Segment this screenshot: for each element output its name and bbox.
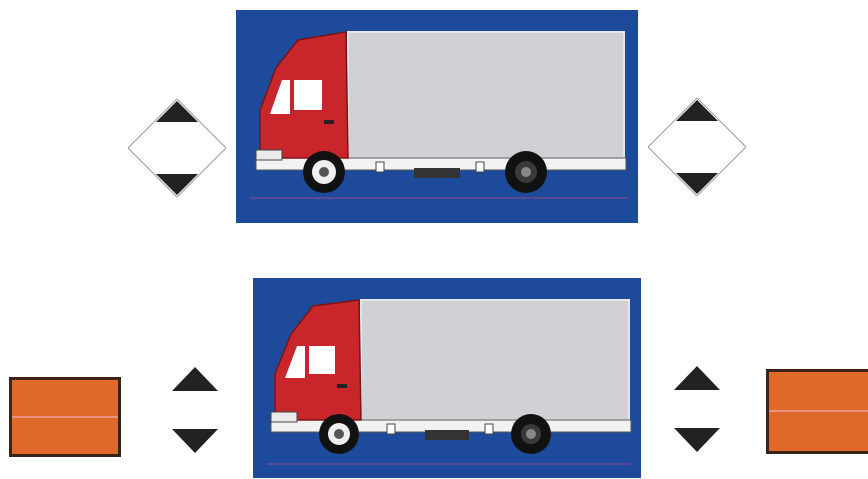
truck-panel-bottom <box>253 278 641 478</box>
side-marker-1 <box>376 162 384 172</box>
door-handle <box>324 120 334 124</box>
truck-illustration-bottom <box>253 278 641 478</box>
orange-plate-icon <box>9 377 121 457</box>
front-bumper <box>271 412 297 422</box>
front-wheel <box>319 414 359 454</box>
front-wheel <box>303 151 345 193</box>
rear-wheel <box>505 151 547 193</box>
truck-cargo-box <box>348 32 624 158</box>
truck-illustration-top <box>236 10 638 223</box>
arrow-pair-left <box>170 365 220 455</box>
triangle-down-icon <box>676 173 718 194</box>
triangle-up-icon <box>676 100 718 121</box>
diamond-marker-left <box>128 99 226 197</box>
diamond-marker-right <box>648 98 746 196</box>
triangle-up-icon <box>674 366 720 390</box>
front-bumper <box>256 150 282 160</box>
fuel-tank <box>414 168 460 178</box>
truck-cargo-box <box>361 300 629 420</box>
cab-side-window <box>294 80 322 110</box>
triangle-up-icon <box>156 101 198 122</box>
orange-plate-icon <box>766 369 868 454</box>
door-handle <box>337 384 347 388</box>
arrow-pair-right <box>672 364 722 454</box>
triangle-down-icon <box>674 428 720 452</box>
rear-wheel <box>511 414 551 454</box>
side-marker-2 <box>485 424 493 434</box>
triangle-down-icon <box>156 174 198 195</box>
cab-side-window <box>309 346 335 374</box>
diamond-arrow-icon <box>648 98 746 196</box>
triangle-up-icon <box>172 367 218 391</box>
side-marker-1 <box>387 424 395 434</box>
orange-plate-left <box>9 377 121 457</box>
orange-plate-right <box>766 369 868 454</box>
diamond-arrow-icon <box>128 99 226 197</box>
triangle-down-icon <box>172 429 218 453</box>
side-marker-2 <box>476 162 484 172</box>
truck-panel-top <box>236 10 638 223</box>
fuel-tank <box>425 430 469 440</box>
